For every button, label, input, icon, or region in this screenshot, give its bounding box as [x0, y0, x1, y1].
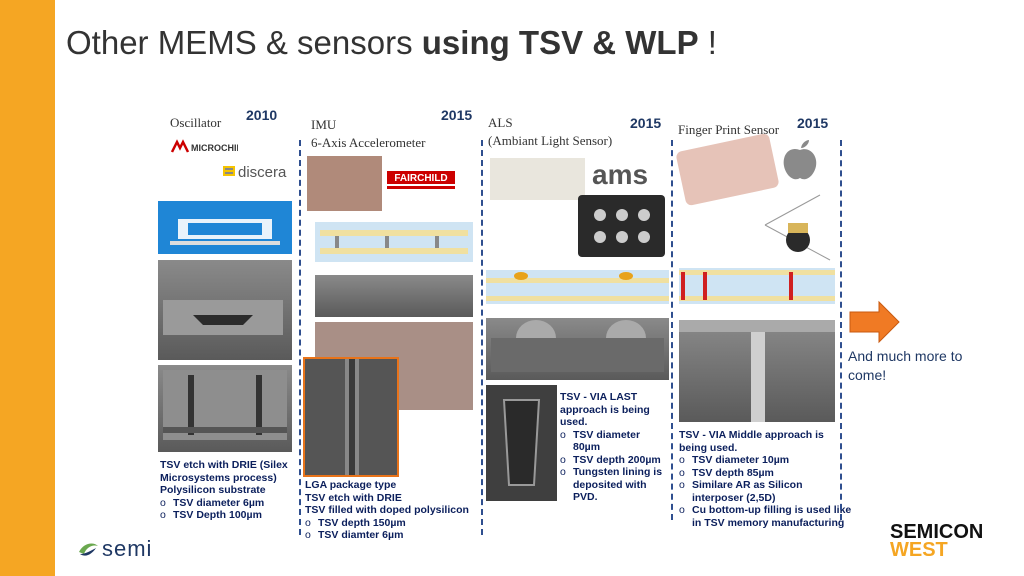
imu-label-line2: 6-Axis Accelerometer [311, 135, 426, 150]
semicon-west-logo: SEMICON WEST [890, 521, 990, 561]
als-notes: TSV - VIA LAST approach is being used. T… [560, 391, 668, 504]
title-regular: Other MEMS & sensors [66, 24, 422, 61]
imu-note-2: TSV etch with DRIE [305, 491, 402, 504]
imu-schematic [315, 222, 473, 262]
fingerprint-label: Finger Print Sensor [678, 122, 780, 137]
ams-logo: ams [592, 159, 670, 190]
divider-1 [299, 140, 301, 535]
fairchild-logo: FAIRCHILD [387, 170, 455, 194]
svg-text:MICROCHIP: MICROCHIP [191, 143, 238, 153]
imu-sem-image-1 [315, 275, 473, 317]
oscillator-bullet-1: TSV diameter 6µm [160, 497, 300, 510]
als-label-line1: ALS [488, 115, 513, 130]
imu-bullet-2: TSV diamter 6µm [305, 529, 480, 542]
imu-label-line1: IMU [311, 117, 337, 132]
imu-year: 2015 [441, 107, 473, 123]
imu-notes: LGA package type TSV etch with DRIE TSV … [305, 479, 480, 542]
oscillator-year: 2010 [246, 107, 278, 123]
fingerprint-schematic [679, 268, 835, 304]
slide-title: Other MEMS & sensors using TSV & WLP ! [66, 24, 717, 62]
oscillator-notes: TSV etch with DRIE (Silex Microsystems p… [160, 459, 300, 522]
oscillator-label: Oscillator [170, 115, 222, 130]
divider-4 [840, 140, 842, 520]
als-sem-image [486, 318, 669, 380]
als-note-1: TSV - VIA LAST approach is being used. [560, 391, 650, 428]
discera-logo: discera [222, 160, 292, 182]
fingerprint-bullet-2: TSV depth 85µm [679, 467, 854, 480]
fairchild-logo-text: FAIRCHILD [394, 173, 447, 184]
imu-note-3: TSV filled with doped polysilicon [305, 504, 469, 516]
als-label: ALS (Ambiant Light Sensor) [488, 114, 612, 150]
oscillator-schematic [158, 201, 292, 254]
als-year: 2015 [630, 115, 662, 131]
microchip-logo: MICROCHIP [170, 138, 243, 156]
als-bullet-3: Tungsten lining is deposited with PVD. [560, 466, 668, 504]
als-schematic [486, 270, 669, 304]
fingerprint-notes: TSV - VIA Middle approach is being used.… [679, 429, 854, 529]
apple-logo-icon [780, 138, 820, 183]
west-line: WEST [890, 539, 948, 561]
imu-tsv-closeup [303, 357, 399, 477]
fingerprint-year: 2015 [797, 115, 829, 131]
oscillator-sem-image-2 [158, 365, 292, 452]
title-tail: ! [698, 24, 717, 61]
als-bullet-1: TSV diameter 80µm [560, 429, 668, 454]
fingerprint-bullet-3: Similare AR as Silicon interposer (2,5D) [679, 479, 854, 504]
semi-logo-text: semi [102, 536, 153, 561]
als-tsv-closeup [486, 385, 557, 501]
svg-text:discera: discera [238, 164, 287, 181]
fingerprint-bullet-4: Cu bottom-up filling is used like in TSV… [679, 504, 854, 529]
title-bold: using TSV & WLP [421, 24, 699, 61]
oscillator-bullet-2: TSV Depth 100µm [160, 509, 300, 522]
divider-3 [671, 140, 673, 520]
imu-note-1: LGA package type [305, 479, 397, 491]
als-package-photo [578, 195, 665, 257]
fingerprint-bullet-1: TSV diameter 10µm [679, 454, 854, 467]
semi-logo: semi [76, 536, 176, 562]
fingerprint-sem-image [679, 320, 835, 422]
oscillator-note-2: Polysilicon substrate [160, 484, 266, 496]
imu-chip-photo [307, 156, 382, 211]
imu-bullet-1: TSV depth 150µm [305, 517, 480, 530]
ams-logo-text: ams [592, 160, 648, 190]
oscillator-note-1: TSV etch with DRIE (Silex Microsystems p… [160, 459, 288, 484]
imu-label: IMU 6-Axis Accelerometer [311, 116, 425, 152]
right-arrow-icon [849, 300, 901, 344]
fingerprint-note-1: TSV - VIA Middle approach is being used. [679, 429, 824, 454]
divider-2 [481, 140, 483, 535]
sensor-explode-diagram [760, 185, 838, 267]
oscillator-sem-image-1 [158, 260, 292, 360]
left-accent-bar [0, 0, 55, 576]
als-bullet-2: TSV depth 200µm [560, 454, 668, 467]
semicon-line: SEMICON [890, 521, 984, 543]
als-label-line2: (Ambiant Light Sensor) [488, 133, 613, 148]
als-watches-photo [490, 158, 585, 200]
much-more-text: And much more to come! [848, 348, 963, 383]
